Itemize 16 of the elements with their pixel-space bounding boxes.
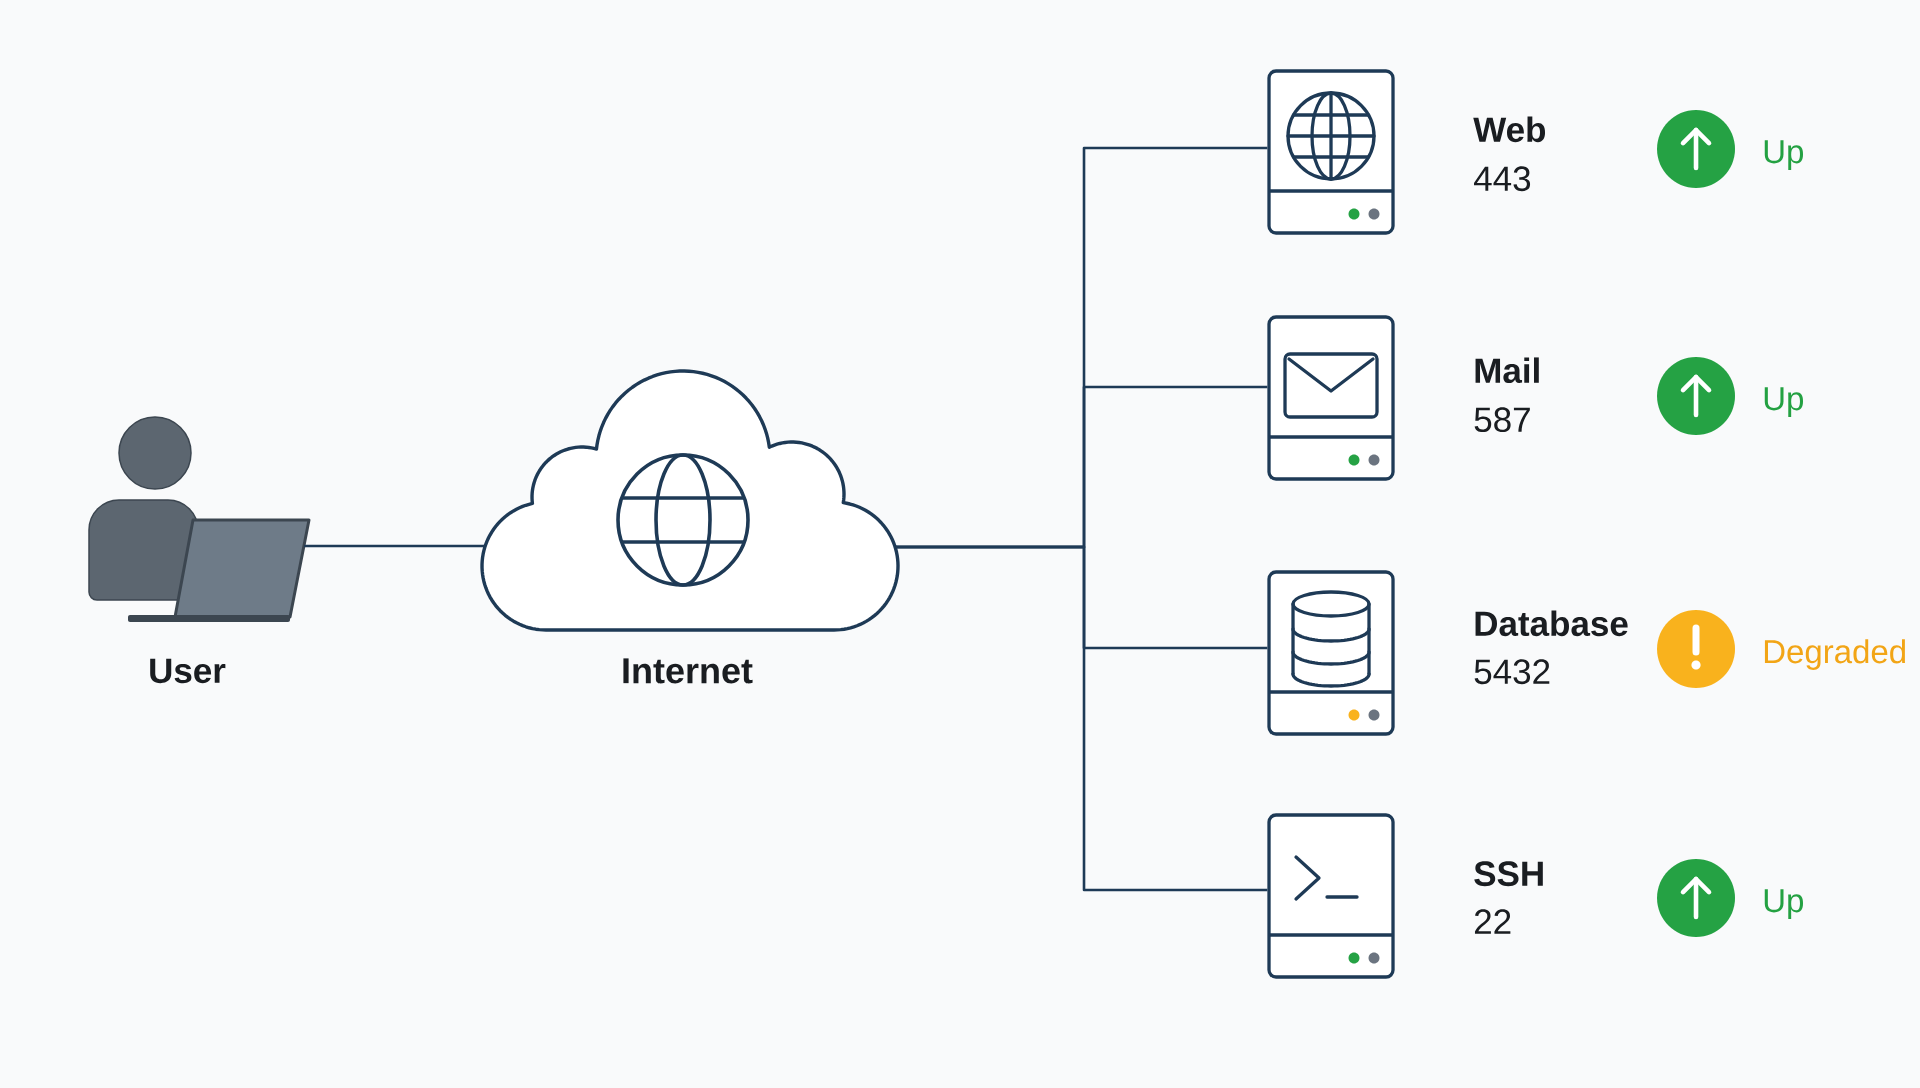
connector-line <box>895 545 1268 892</box>
port-number: 22 <box>1474 909 1511 934</box>
service-name: Database <box>1475 610 1628 637</box>
service-name: Web <box>1473 116 1546 143</box>
service-name: SSH <box>1474 861 1543 887</box>
node-label: Internet <box>623 658 753 684</box>
port-number: 5432 <box>1474 659 1550 685</box>
port-number: 443 <box>1474 166 1531 192</box>
status-text: Up <box>1764 387 1803 417</box>
node-label: User <box>150 658 226 684</box>
service-name: Mail <box>1475 357 1539 384</box>
status-text: Degraded <box>1764 639 1905 670</box>
port-number: 587 <box>1474 407 1530 433</box>
status-text: Up <box>1764 140 1803 170</box>
connector-line <box>304 544 485 548</box>
status-text: Up <box>1764 889 1803 919</box>
